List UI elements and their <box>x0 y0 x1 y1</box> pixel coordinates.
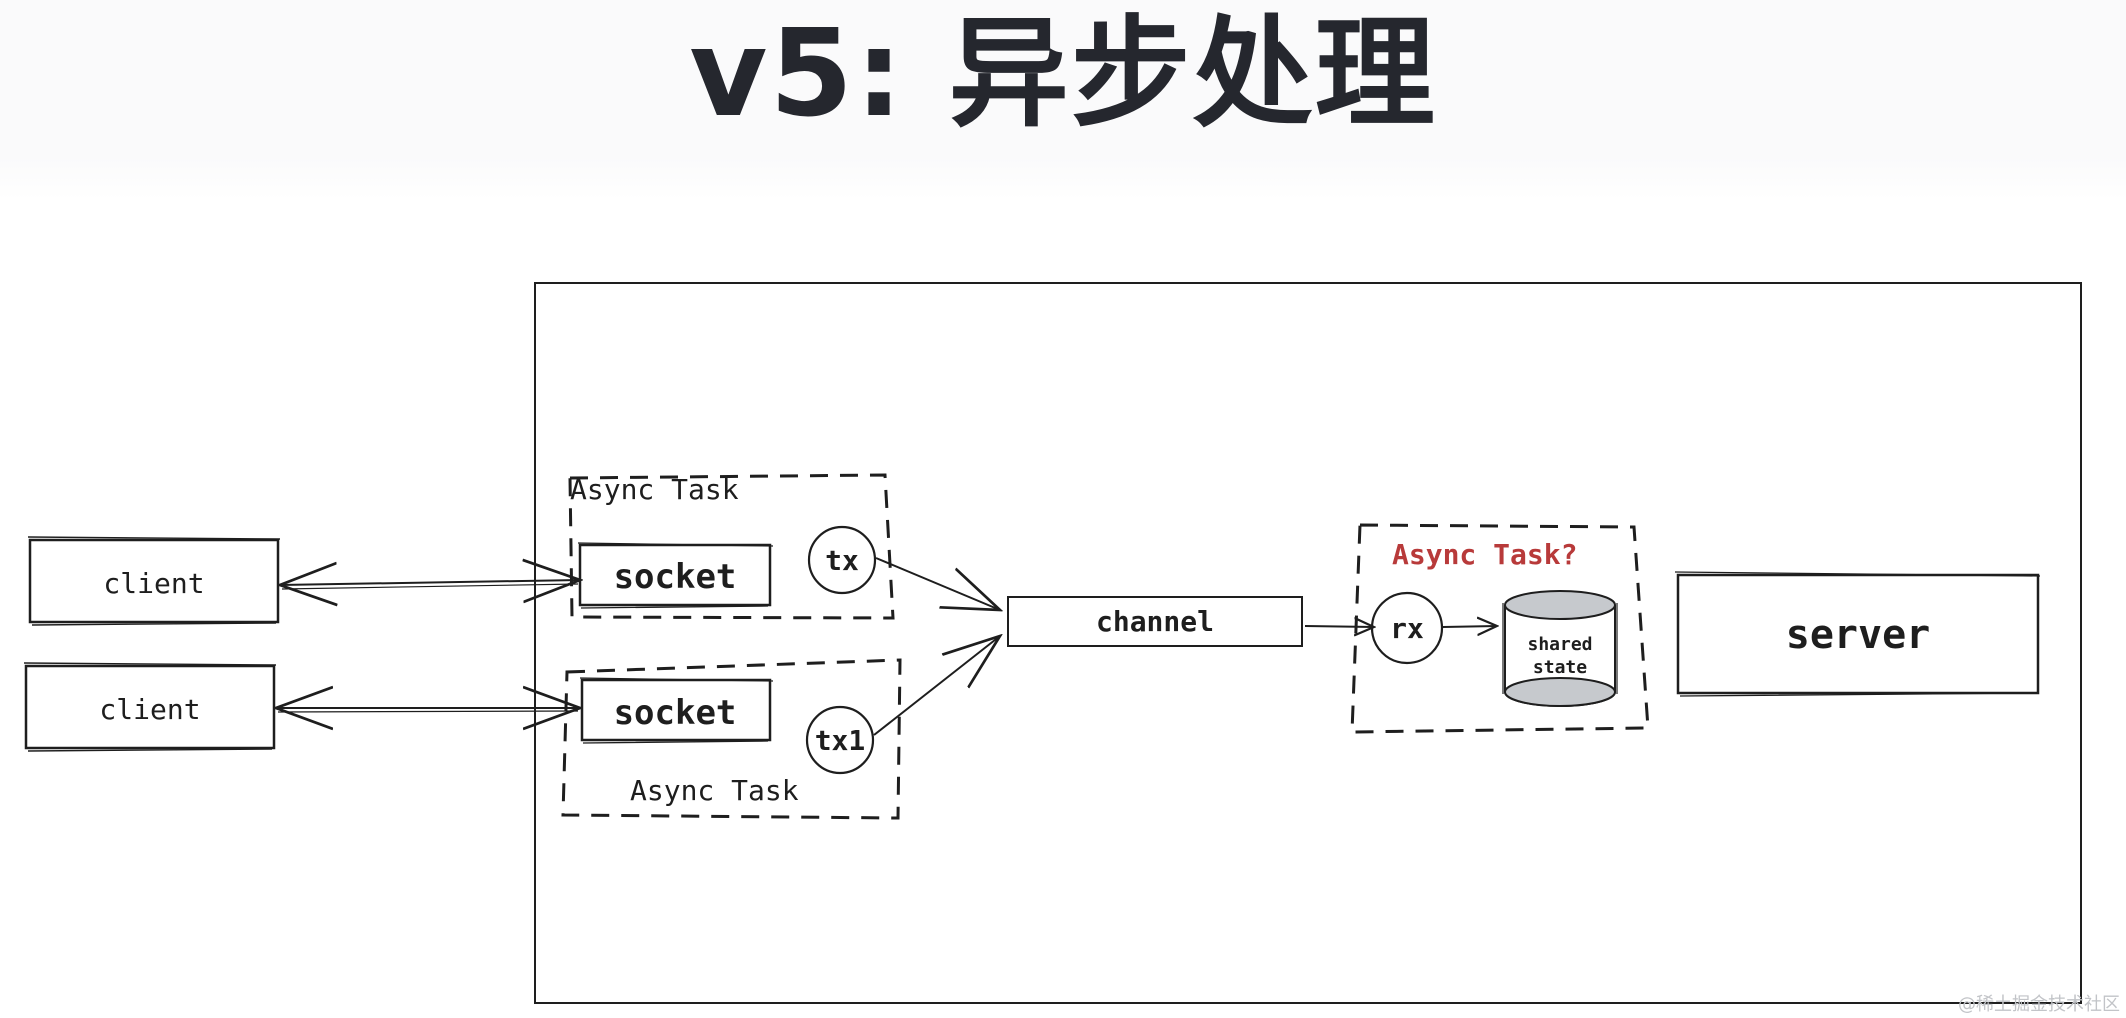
tx-node: tx <box>807 525 877 595</box>
socket-label-2: socket <box>614 693 737 733</box>
shared-state-label-line2: state <box>1533 657 1587 678</box>
arrow-tx-channel <box>875 557 1000 610</box>
client-label-2: client <box>99 693 200 726</box>
shared-state-label-line1: shared <box>1527 634 1592 655</box>
client-label-1: client <box>103 567 204 600</box>
watermark: @稀土掘金技术社区 <box>1958 994 2120 1015</box>
shared-state-database-icon: shared state <box>1502 590 1618 707</box>
async-task-group-top: Async Task <box>568 473 895 620</box>
server-box: server <box>1674 571 2041 697</box>
page-title: v5: 异步处理 <box>689 5 1437 144</box>
arrow-client1-socket1 <box>280 580 580 589</box>
async-task-group-bottom: Async Task <box>561 658 902 820</box>
rx-node: rx <box>1370 591 1444 665</box>
socket-box-2: socket <box>579 677 774 744</box>
tx1-node: tx1 <box>805 705 875 775</box>
arrow-channel-rx <box>1304 626 1374 627</box>
tx1-label: tx1 <box>815 724 866 757</box>
arrow-client2-socket2 <box>276 708 580 712</box>
socket-label-1: socket <box>614 557 737 597</box>
server-boundary <box>534 282 2082 1004</box>
async-task-group-question: Async Task? <box>1350 523 1650 734</box>
client-box-2: client <box>23 662 277 752</box>
channel-box: channel <box>1007 596 1303 647</box>
arrow-rx-shared-state <box>1442 626 1497 627</box>
tx-label: tx <box>825 544 859 577</box>
arrow-tx1-channel <box>873 636 1000 736</box>
async-task-label-top: Async Task <box>570 473 739 506</box>
async-task-label-bottom: Async Task <box>630 774 799 807</box>
title-band <box>0 0 2126 200</box>
socket-box-1: socket <box>577 542 774 609</box>
rx-label: rx <box>1390 612 1424 645</box>
async-task-label-question: Async Task? <box>1392 538 1577 571</box>
client-box-1: client <box>27 536 281 626</box>
channel-label: channel <box>1096 605 1214 638</box>
server-label: server <box>1786 612 1931 658</box>
